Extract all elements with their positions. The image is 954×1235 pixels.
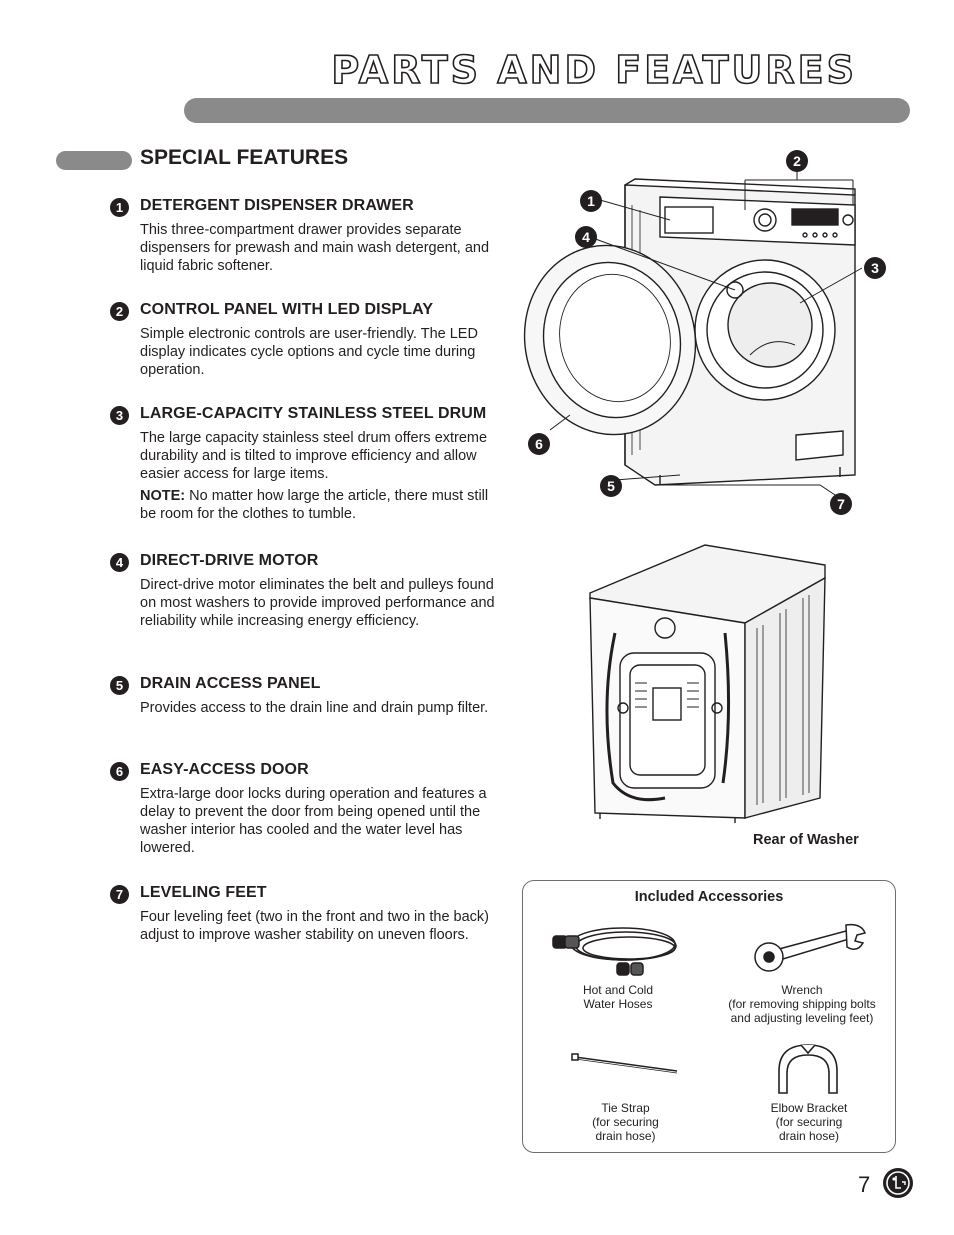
feature-body: This three-compartment drawer provides s… bbox=[140, 222, 490, 274]
callout-4: 4 bbox=[575, 226, 597, 248]
rear-caption: Rear of Washer bbox=[753, 832, 859, 848]
feature-title: LARGE-CAPACITY STAINLESS STEEL DRUM bbox=[140, 405, 487, 422]
washer-rear-illustration bbox=[589, 544, 826, 823]
feature-body: Direct-drive motor eliminates the belt a… bbox=[140, 577, 495, 629]
title-bar bbox=[184, 98, 910, 123]
tie-strap-label: Tie Strap (for securing drain hose) bbox=[573, 1101, 678, 1143]
lg-logo-icon bbox=[883, 1168, 913, 1198]
callout-6: 6 bbox=[528, 433, 550, 455]
callout-1: 1 bbox=[580, 190, 602, 212]
note-label: NOTE: bbox=[140, 488, 186, 504]
tie-strap-icon bbox=[571, 1053, 678, 1074]
feature-body: Four leveling feet (two in the front and… bbox=[140, 909, 489, 943]
callout-3: 3 bbox=[864, 257, 886, 279]
hoses-label-text: Hot and Cold Water Hoses bbox=[582, 983, 654, 1011]
feature-number: 2 bbox=[110, 302, 129, 321]
wrench-label-text: Wrench (for removing shipping bolts and … bbox=[728, 983, 876, 1025]
wrench-icon bbox=[754, 923, 867, 972]
feature-number: 7 bbox=[110, 885, 129, 904]
feature-body: The large capacity stainless steel drum … bbox=[140, 429, 500, 523]
note-text: No matter how large the article, there m… bbox=[140, 488, 489, 522]
feature-body: Extra-large door locks during operation … bbox=[140, 786, 487, 856]
accessories-box: Included Accessories Hot and Cold Water … bbox=[522, 880, 896, 1153]
feature-body-text: The large capacity stainless steel drum … bbox=[140, 430, 488, 482]
feature-body: Simple electronic controls are user-frie… bbox=[140, 326, 478, 378]
feature-number: 4 bbox=[110, 553, 129, 572]
feature-title: CONTROL PANEL WITH LED DISPLAY bbox=[140, 301, 434, 318]
elbow-bracket-label-text: Elbow Bracket (for securing drain hose) bbox=[770, 1101, 848, 1143]
elbow-bracket-label: Elbow Bracket (for securing drain hose) bbox=[749, 1101, 869, 1143]
elbow-bracket-icon bbox=[778, 1044, 838, 1094]
washer-front-illustration bbox=[523, 170, 863, 498]
feature-note: NOTE: No matter how large the article, t… bbox=[140, 487, 500, 523]
feature-title: DIRECT-DRIVE MOTOR bbox=[140, 552, 319, 569]
wrench-label: Wrench (for removing shipping bolts and … bbox=[713, 983, 891, 1025]
callout-7: 7 bbox=[830, 493, 852, 515]
feature-number: 3 bbox=[110, 406, 129, 425]
feature-title: LEVELING FEET bbox=[140, 884, 267, 901]
feature-title: EASY-ACCESS DOOR bbox=[140, 761, 309, 778]
feature-title: DRAIN ACCESS PANEL bbox=[140, 675, 321, 692]
tie-strap-label-text: Tie Strap (for securing drain hose) bbox=[592, 1101, 659, 1143]
section-pill bbox=[56, 151, 132, 170]
feature-title: DETERGENT DISPENSER DRAWER bbox=[140, 197, 414, 214]
feature-number: 6 bbox=[110, 762, 129, 781]
hoses-label: Hot and Cold Water Hoses bbox=[553, 983, 683, 1011]
section-title: SPECIAL FEATURES bbox=[140, 146, 349, 169]
page-title: PARTS AND FEATURES bbox=[331, 47, 857, 93]
water-hoses-icon bbox=[552, 927, 677, 976]
callout-5: 5 bbox=[600, 475, 622, 497]
callout-2: 2 bbox=[786, 150, 808, 172]
feature-number: 5 bbox=[110, 676, 129, 695]
page-number: 7 bbox=[858, 1172, 871, 1197]
feature-number: 1 bbox=[110, 198, 129, 217]
feature-body: Provides access to the drain line and dr… bbox=[140, 700, 489, 716]
accessories-title: Included Accessories bbox=[634, 889, 784, 905]
